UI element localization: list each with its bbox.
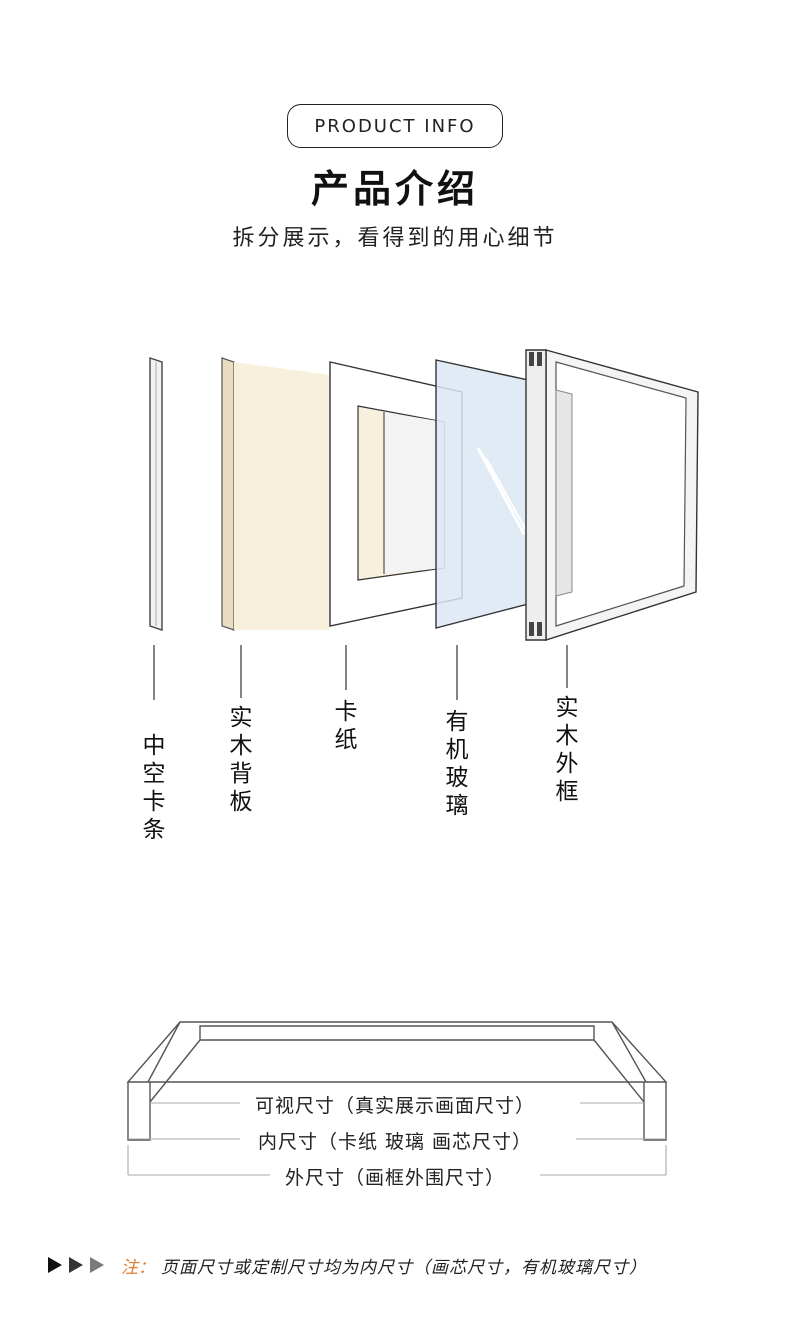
label-wood-frame: 实木外框 [555,695,579,805]
label-hollow-strip: 中空卡条 [142,733,166,843]
wood-backboard-illustration [221,357,330,631]
play-arrow-icon [90,1257,104,1273]
size-note: 注： 页面尺寸或定制尺寸均为内尺寸（画芯尺寸，有机玻璃尺寸） [48,1250,768,1280]
visible-size-label: 可视尺寸（真实展示画面尺寸） [0,1091,790,1118]
label-wood-backboard: 实木背板 [229,705,253,815]
exploded-frame-diagram [149,349,699,700]
hollow-strip-illustration [149,357,163,631]
product-info-badge: PRODUCT INFO [287,104,503,148]
mat-card-illustration [329,361,463,627]
page-title: 产品介绍 [310,167,479,211]
label-acrylic-glass: 有机玻璃 [445,709,469,819]
play-arrow-icon [48,1257,62,1273]
outer-size-label: 外尺寸（画框外围尺寸） [0,1163,790,1190]
page-subtitle: 拆分展示，看得到的用心细节 [232,226,558,251]
wood-frame-illustration [525,349,699,641]
inner-size-label: 内尺寸（卡纸 玻璃 画芯尺寸） [0,1127,790,1154]
note-text: 页面尺寸或定制尺寸均为内尺寸（画芯尺寸，有机玻璃尺寸） [161,1257,647,1278]
note-label: 注： [121,1257,155,1278]
arrow-icons [48,1257,111,1273]
label-mat-card: 卡纸 [334,699,358,753]
play-arrow-icon [69,1257,83,1273]
